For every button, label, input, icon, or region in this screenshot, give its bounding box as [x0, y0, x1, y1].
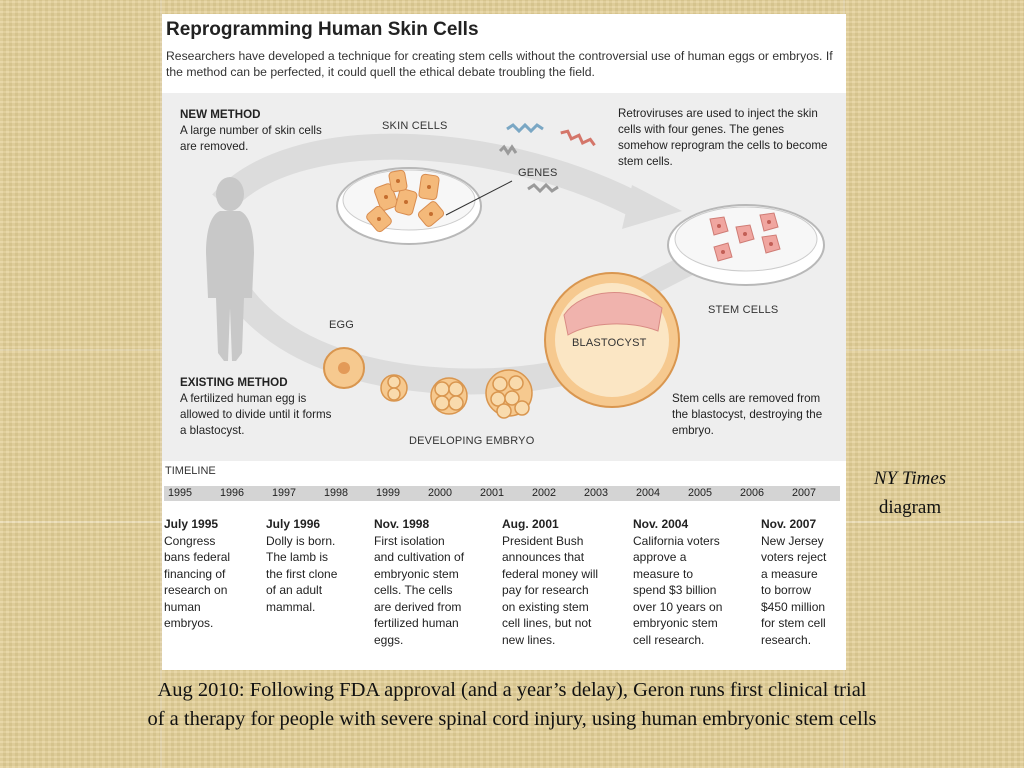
caption-line-1: Aug 2010: Following FDA approval (and a … [157, 679, 867, 701]
timeline-year: 2002 [532, 487, 557, 499]
timeline-year: 2007 [792, 487, 817, 499]
stem-cells-label: STEM CELLS [708, 304, 779, 316]
caption-line-2: of a therapy for people with severe spin… [147, 708, 877, 730]
developing-embryo-label: DEVELOPING EMBRYO [409, 435, 535, 447]
timeline-event: Nov. 2007 New Jersey voters reject a mea… [761, 516, 826, 648]
new-method-block: NEW METHOD A large number of skin cells … [180, 107, 330, 155]
blastocyst-label: BLASTOCYST [572, 337, 647, 349]
timeline-event: Nov. 2004 California voters approve a me… [633, 516, 722, 648]
infographic-intro: Researchers have developed a technique f… [166, 49, 833, 79]
timeline-year: 1998 [324, 487, 349, 499]
timeline-years-bar: 1995 1996 1997 1998 1999 2000 2001 2002 … [164, 486, 840, 501]
slide-caption: Aug 2010: Following FDA approval (and a … [20, 676, 1004, 734]
timeline-event: Nov. 1998 First isolation and cultivatio… [374, 516, 464, 648]
timeline-event: July 1996 Dolly is born. The lamb is the… [266, 516, 337, 615]
event-text: President Bush announces that federal mo… [502, 533, 599, 647]
image-credit: NY Times diagram [850, 464, 970, 522]
event-date: Aug. 2001 [502, 517, 559, 531]
stem-removed-text: Stem cells are removed from the blastocy… [672, 392, 823, 437]
upper-arrow [212, 133, 638, 215]
event-text: California voters approve a measure to s… [633, 533, 723, 647]
skin-cells-dish [336, 167, 513, 245]
developing-embryo-stages [380, 369, 533, 419]
skin-cells-label: SKIN CELLS [382, 120, 448, 132]
existing-method-block: EXISTING METHOD A fertilized human egg i… [180, 375, 335, 439]
upper-arrowhead [622, 185, 682, 229]
egg-illustration [323, 347, 365, 389]
new-method-text: A large number of skin cells are removed… [180, 124, 322, 153]
event-date: Nov. 2004 [633, 517, 689, 531]
process-illustration [206, 122, 825, 419]
timeline-event: Aug. 2001 President Bush announces that … [502, 516, 598, 648]
stem-cells-dish [667, 204, 825, 286]
new-method-heading: NEW METHOD [180, 108, 261, 121]
timeline-title: TIMELINE [165, 465, 216, 477]
timeline-year: 2003 [584, 487, 609, 499]
timeline-year: 2004 [636, 487, 661, 499]
process-diagram: NEW METHOD A large number of skin cells … [162, 93, 846, 461]
timeline-year: 1996 [220, 487, 245, 499]
existing-method-heading: EXISTING METHOD [180, 376, 288, 389]
event-text: New Jersey voters reject a measure to bo… [761, 533, 827, 647]
event-date: Nov. 2007 [761, 517, 817, 531]
credit-kind: diagram [878, 497, 942, 518]
credit-source: NY Times [873, 468, 947, 489]
event-text: Dolly is born. The lamb is the first clo… [266, 533, 338, 614]
timeline-year: 2005 [688, 487, 713, 499]
infographic-panel: Reprogramming Human Skin Cells Researche… [162, 14, 846, 670]
existing-method-text: A fertilized human egg is allowed to div… [180, 392, 332, 437]
lower-arrow [220, 275, 565, 395]
infographic-title: Reprogramming Human Skin Cells [166, 19, 479, 40]
genes-icon [498, 122, 596, 194]
timeline-year: 1995 [168, 487, 193, 499]
timeline-year: 1997 [272, 487, 297, 499]
event-date: July 1996 [266, 517, 321, 531]
timeline-year: 1999 [376, 487, 401, 499]
genes-label: GENES [518, 167, 558, 179]
retrovirus-text: Retroviruses are used to inject the skin… [618, 107, 828, 168]
genes-pointer [445, 180, 513, 216]
event-date: July 1995 [164, 517, 219, 531]
timeline-year: 2001 [480, 487, 505, 499]
event-text: First isolation and cultivation of embry… [374, 533, 465, 647]
timeline-year: 2006 [740, 487, 765, 499]
timeline-year: 2000 [428, 487, 453, 499]
timeline-event: July 1995 Congress bans federal financin… [164, 516, 230, 632]
person-silhouette-icon [206, 177, 254, 361]
event-date: Nov. 1998 [374, 517, 430, 531]
blastocyst-illustration [544, 272, 680, 408]
egg-label: EGG [329, 319, 355, 331]
event-text: Congress bans federal financing of resea… [164, 533, 231, 631]
